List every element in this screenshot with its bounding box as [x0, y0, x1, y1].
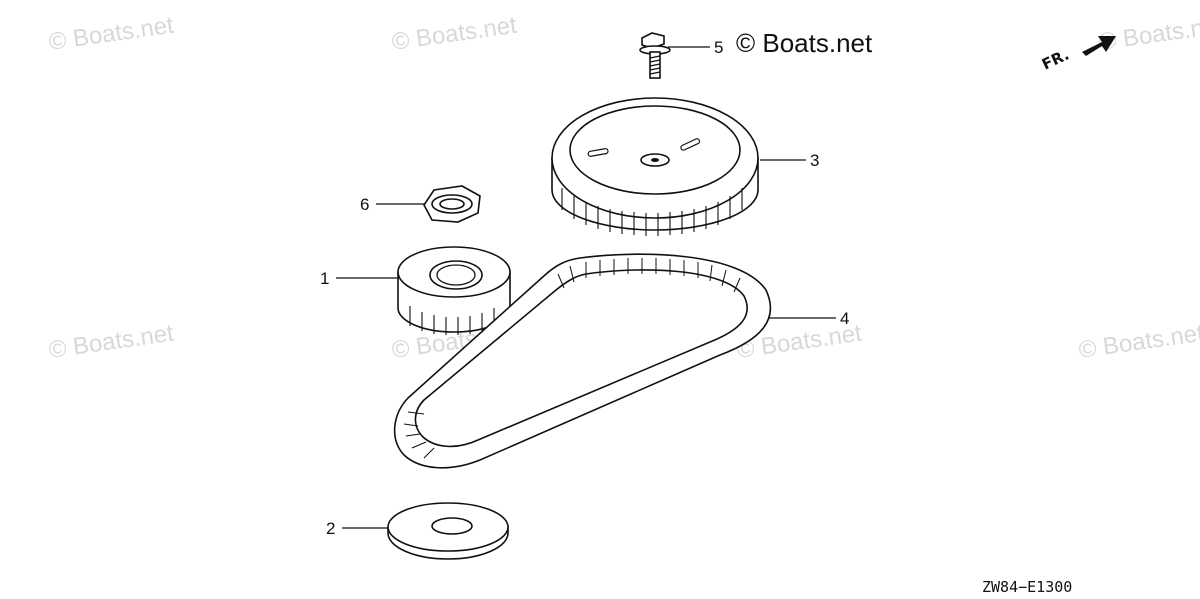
arrow-icon — [1082, 36, 1116, 56]
watermark-boats-net: © Boats.net — [736, 28, 873, 58]
callout-3[interactable]: 3 — [810, 151, 819, 170]
callout-6[interactable]: 6 — [360, 195, 369, 214]
callout-5[interactable]: 5 — [714, 38, 723, 57]
watermark: © Boats.net — [47, 12, 176, 56]
part-3-driven-pulley[interactable] — [551, 97, 759, 236]
front-label: FR. — [1039, 46, 1072, 74]
part-5-bolt[interactable] — [639, 32, 671, 79]
watermark: © Boats.net — [1077, 320, 1200, 364]
part-2-washer[interactable] — [387, 502, 509, 560]
part-6-hex-nut[interactable] — [423, 185, 481, 223]
callout-4[interactable]: 4 — [840, 309, 849, 328]
diagram-code: ZW84−E1300 — [982, 578, 1072, 596]
callout-2[interactable]: 2 — [326, 519, 335, 538]
watermark: © Boats.net — [390, 12, 519, 56]
part-4-timing-belt[interactable] — [393, 253, 772, 469]
part-1-drive-pulley[interactable] — [397, 246, 511, 335]
watermark: © Boats.net — [1097, 12, 1200, 56]
watermark: © Boats.net — [47, 320, 176, 364]
callout-1[interactable]: 1 — [320, 269, 329, 288]
